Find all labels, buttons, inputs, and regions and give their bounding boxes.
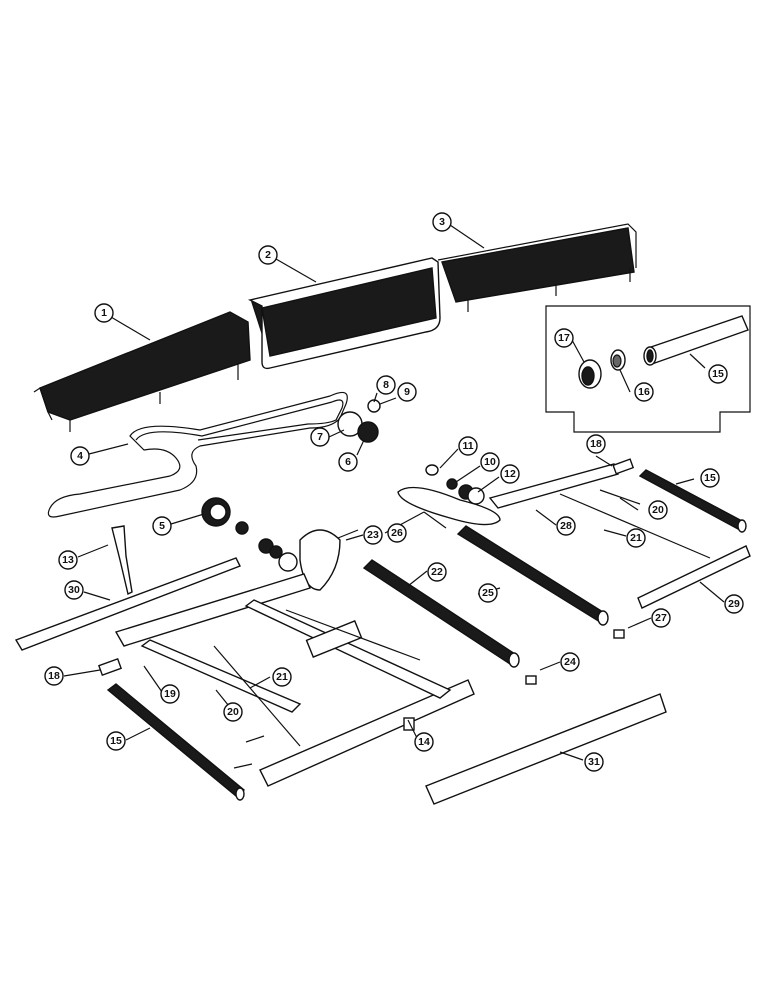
callout-17: 17 [554,328,574,348]
callout-20-left: 20 [223,702,243,722]
svg-text:15: 15 [712,368,724,380]
svg-text:21: 21 [630,532,642,544]
svg-text:20: 20 [652,504,664,516]
svg-text:16: 16 [638,386,650,398]
svg-text:14: 14 [418,736,430,748]
roller-15-right [638,469,747,533]
svg-text:31: 31 [588,756,600,768]
svg-text:29: 29 [728,598,740,610]
right-frame [488,463,751,609]
callout-29: 29 [724,594,744,614]
callout-13: 13 [58,550,78,570]
svg-text:13: 13 [62,554,74,566]
callout-18-right: 18 [586,434,606,454]
svg-text:4: 4 [77,450,83,462]
callout-12: 12 [500,464,520,484]
svg-text:15: 15 [704,472,716,484]
svg-text:11: 11 [462,440,473,452]
callout-26: 26 [387,523,407,543]
callout-9: 9 [397,382,417,402]
svg-text:24: 24 [564,656,576,668]
panel-2 [247,257,441,370]
svg-text:5: 5 [159,520,165,532]
svg-text:3: 3 [439,216,445,228]
callout-3: 3 [432,212,452,232]
callout-18-left: 18 [44,666,64,686]
callout-8: 8 [376,375,396,395]
callout-5: 5 [152,516,172,536]
svg-text:18: 18 [48,670,60,682]
svg-text:19: 19 [164,688,176,700]
panel-1 [33,311,251,432]
svg-text:22: 22 [431,566,443,578]
small-parts [97,458,635,769]
svg-text:30: 30 [68,584,80,596]
inset-detail-box [545,305,751,433]
svg-text:23: 23 [367,529,379,541]
callout-15-right: 15 [700,468,720,488]
callout-23: 23 [363,525,383,545]
svg-text:9: 9 [404,386,410,398]
roller-25 [456,525,609,626]
callout-15-left: 15 [106,731,126,751]
bracket-13 [111,525,133,596]
callout-28: 28 [556,516,576,536]
roller-15-left [106,683,246,801]
callout-6: 6 [338,452,358,472]
svg-text:8: 8 [383,379,389,391]
roller-22 [362,559,520,668]
svg-text:18: 18 [590,438,602,450]
callout-25: 25 [478,583,498,603]
svg-text:17: 17 [558,332,570,344]
callout-22: 22 [427,562,447,582]
svg-text:7: 7 [317,431,323,443]
svg-text:12: 12 [504,468,516,480]
pulley-10-11-12 [425,464,485,505]
callout-2: 2 [258,245,278,265]
panel-3 [437,223,637,312]
callout-10: 10 [480,452,500,472]
svg-text:1: 1 [101,307,107,319]
svg-text:6: 6 [345,456,351,468]
callout-30: 30 [64,580,84,600]
svg-text:25: 25 [482,587,494,599]
shield-plate-right [397,486,501,526]
svg-text:10: 10 [484,456,496,468]
strip-30 [14,557,241,651]
callout-21-left: 21 [272,667,292,687]
callout-1: 1 [94,303,114,323]
pulley-6-7 [337,399,381,443]
belt-4 [47,391,348,518]
callout-11: 11 [458,436,478,456]
svg-text:28: 28 [560,520,572,532]
callout-7: 7 [310,427,330,447]
callout-15-inset: 15 [708,364,728,384]
callout-31: 31 [584,752,604,772]
svg-text:27: 27 [655,612,667,624]
callout-19: 19 [160,684,180,704]
pulley-5 [201,497,298,572]
svg-text:15: 15 [110,735,122,747]
svg-text:2: 2 [265,249,271,261]
callout-20-right: 20 [648,500,668,520]
callout-14: 14 [414,732,434,752]
callout-24: 24 [560,652,580,672]
svg-text:20: 20 [227,706,239,718]
callout-16: 16 [634,382,654,402]
svg-text:21: 21 [276,671,288,683]
callout-21-right: 21 [626,528,646,548]
left-frame [114,573,475,787]
svg-text:26: 26 [391,527,403,539]
callout-4: 4 [70,446,90,466]
callout-27: 27 [651,608,671,628]
strip-31 [425,693,667,805]
